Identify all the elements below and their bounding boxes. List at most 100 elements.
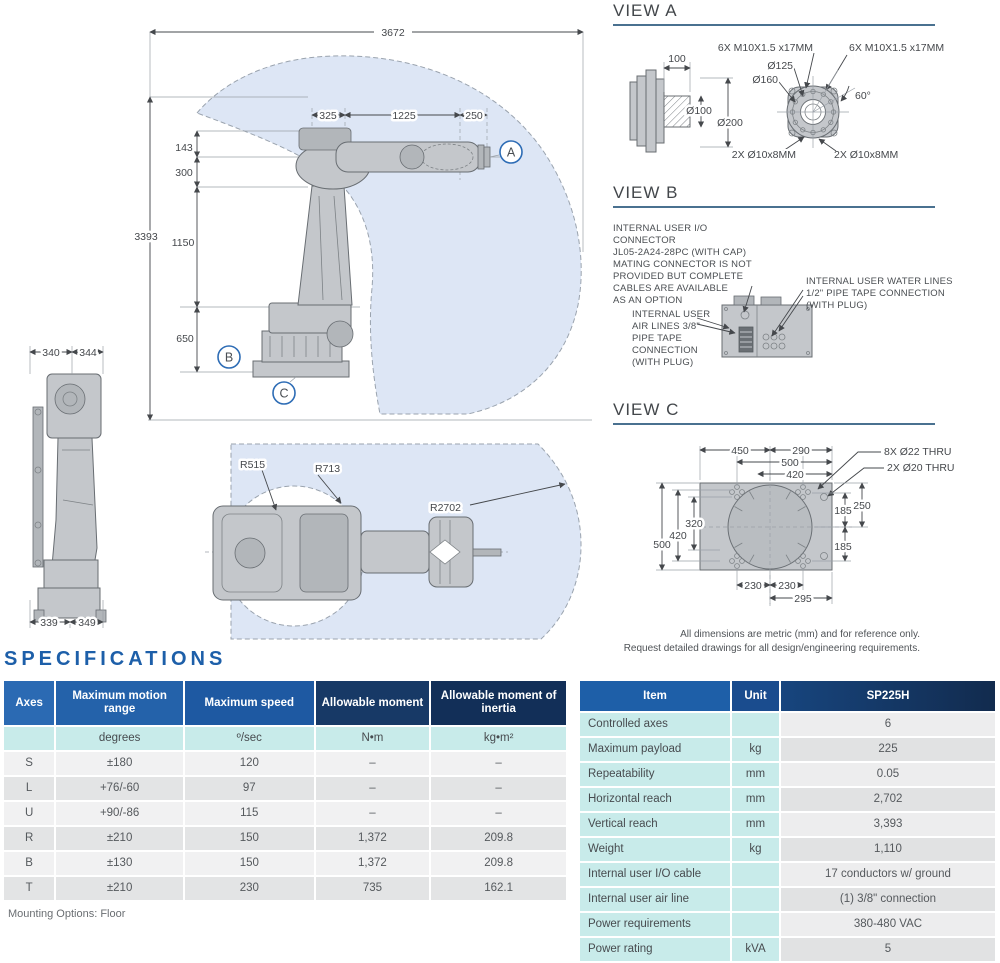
- label-dowel-right: 2X Ø10x8MM: [834, 149, 898, 161]
- robot-side-silhouette: [32, 373, 107, 623]
- value-cell: 5: [781, 938, 995, 961]
- view-a-title: VIEW A: [613, 1, 935, 26]
- air-note-line: (WITH PLUG): [632, 357, 694, 368]
- dim-185-upper: 185: [834, 505, 852, 517]
- dim-295: 295: [794, 593, 812, 605]
- col-header-model: SP225H: [781, 681, 995, 711]
- unit-cell: º/sec: [184, 727, 314, 750]
- moment-cell: –: [315, 802, 430, 825]
- col-header-motion-range: Maximum motion range: [56, 681, 183, 725]
- moment-cell: –: [315, 752, 430, 775]
- value-cell: 0.05: [781, 763, 995, 786]
- dim-185-lower: 185: [834, 541, 852, 553]
- col-header-unit: Unit: [732, 681, 779, 711]
- moment-cell: –: [315, 777, 430, 800]
- label-60deg: 60°: [855, 90, 871, 102]
- callout-b: B: [217, 345, 241, 369]
- svg-text:C: C: [279, 387, 288, 401]
- unit-cell: mm: [732, 763, 779, 786]
- inertia-cell: –: [431, 752, 566, 775]
- label-2x-o20-thru: 2X Ø20 THRU: [887, 462, 955, 474]
- robot-front-silhouette: [252, 127, 491, 378]
- dim-320: 320: [685, 518, 703, 530]
- io-note-line: MATING CONNECTOR IS NOT: [613, 259, 752, 270]
- speed-cell: 120: [184, 752, 314, 775]
- spec-row: Internal user air line (1) 3/8" connecti…: [580, 888, 995, 911]
- dim-500-left: 500: [653, 539, 671, 551]
- item-cell: Controlled axes: [580, 713, 730, 736]
- unit-cell: [732, 888, 779, 911]
- inertia-cell: –: [431, 777, 566, 800]
- unit-cell: kg•m²: [431, 727, 566, 750]
- label-dia125: Ø125: [767, 60, 793, 72]
- value-cell: 3,393: [781, 813, 995, 836]
- item-cell: Power rating: [580, 938, 730, 961]
- dim-r2702: R2702: [430, 502, 461, 514]
- dim-340: 340: [42, 347, 60, 359]
- range-cell: ±180: [56, 752, 183, 775]
- item-cell: Internal user air line: [580, 888, 730, 911]
- io-note-line: CABLES ARE AVAILABLE: [613, 283, 729, 294]
- range-cell: ±210: [56, 877, 183, 900]
- col-header-axes: Axes: [4, 681, 55, 725]
- speed-cell: 150: [184, 827, 314, 850]
- spec-row: Maximum payload kg 225: [580, 738, 995, 761]
- spec-row: Weight kg 1,110: [580, 838, 995, 861]
- water-lines-note: INTERNAL USER WATER LINES 1/2" PIPE TAPE…: [806, 276, 976, 312]
- spec-row: Power rating kVA 5: [580, 938, 995, 961]
- dim-230-right: 230: [778, 580, 796, 592]
- water-note-line: 1/2" PIPE TAPE CONNECTION: [806, 288, 945, 299]
- range-cell: ±130: [56, 852, 183, 875]
- speed-cell: 97: [184, 777, 314, 800]
- label-8x-o22-thru: 8X Ø22 THRU: [884, 446, 952, 458]
- label-bolts-right: 6X M10X1.5 x17MM: [849, 42, 944, 54]
- spec-row: Controlled axes 6: [580, 713, 995, 736]
- moment-cell: 1,372: [315, 827, 430, 850]
- unit-cell: kg: [732, 738, 779, 761]
- view-c-drawing: 450 290 500 420 8X Ø22 THRU 2X Ø20 THRU …: [651, 443, 955, 608]
- dimensions-footnote: All dimensions are metric (mm) and for r…: [610, 628, 920, 656]
- dim-420-left: 420: [669, 530, 687, 542]
- dim-344: 344: [79, 347, 97, 359]
- dim-420-top: 420: [786, 469, 804, 481]
- air-note-line: PIPE TAPE: [632, 333, 683, 344]
- item-cell: Vertical reach: [580, 813, 730, 836]
- dim-339: 339: [40, 617, 58, 629]
- col-header-moment: Allowable moment: [315, 681, 430, 725]
- top-view-drawing: R515 R713 R2702: [205, 443, 582, 640]
- dim-100: 100: [668, 53, 686, 65]
- inertia-cell: 209.8: [431, 827, 566, 850]
- unit-cell: [732, 713, 779, 736]
- water-note-line: (WITH PLUG): [806, 300, 868, 311]
- label-dia160: Ø160: [752, 74, 778, 86]
- io-note-line: INTERNAL USER I/O CONNECTOR: [613, 223, 708, 246]
- footnote-line-1: All dimensions are metric (mm) and for r…: [680, 629, 920, 640]
- axis-row-s: S ±180 120 – –: [4, 752, 566, 775]
- dim-325: 325: [319, 110, 337, 122]
- inertia-cell: 209.8: [431, 852, 566, 875]
- item-cell: Horizontal reach: [580, 788, 730, 811]
- unit-cell: [732, 913, 779, 936]
- speed-cell: 230: [184, 877, 314, 900]
- dim-1225: 1225: [392, 110, 416, 122]
- side-view-drawing: 340 344 339 349: [29, 345, 107, 632]
- model-spec-table: Item Unit SP225H Controlled axes 6 Maxim…: [578, 679, 997, 963]
- technical-drawings: 3672 3393 143 300 1150 650 325 1225 250 …: [29, 27, 955, 640]
- axis-cell: U: [4, 802, 55, 825]
- model-header-row: Item Unit SP225H: [580, 681, 995, 711]
- unit-cell: N•m: [315, 727, 430, 750]
- robot-top-silhouette: [212, 505, 502, 601]
- range-cell: ±210: [56, 827, 183, 850]
- unit-cell: kVA: [732, 938, 779, 961]
- dim-250: 250: [853, 500, 871, 512]
- value-cell: 17 conductors w/ ground: [781, 863, 995, 886]
- spec-row: Repeatability mm 0.05: [580, 763, 995, 786]
- axis-cell: B: [4, 852, 55, 875]
- dim-500-top: 500: [781, 457, 799, 469]
- col-header-inertia: Allowable moment of inertia: [431, 681, 566, 725]
- col-header-item: Item: [580, 681, 730, 711]
- axes-spec-table: Axes Maximum motion range Maximum speed …: [2, 679, 568, 902]
- dim-230-left: 230: [744, 580, 762, 592]
- col-header-max-speed: Maximum speed: [184, 681, 314, 725]
- view-b-title: VIEW B: [613, 183, 935, 208]
